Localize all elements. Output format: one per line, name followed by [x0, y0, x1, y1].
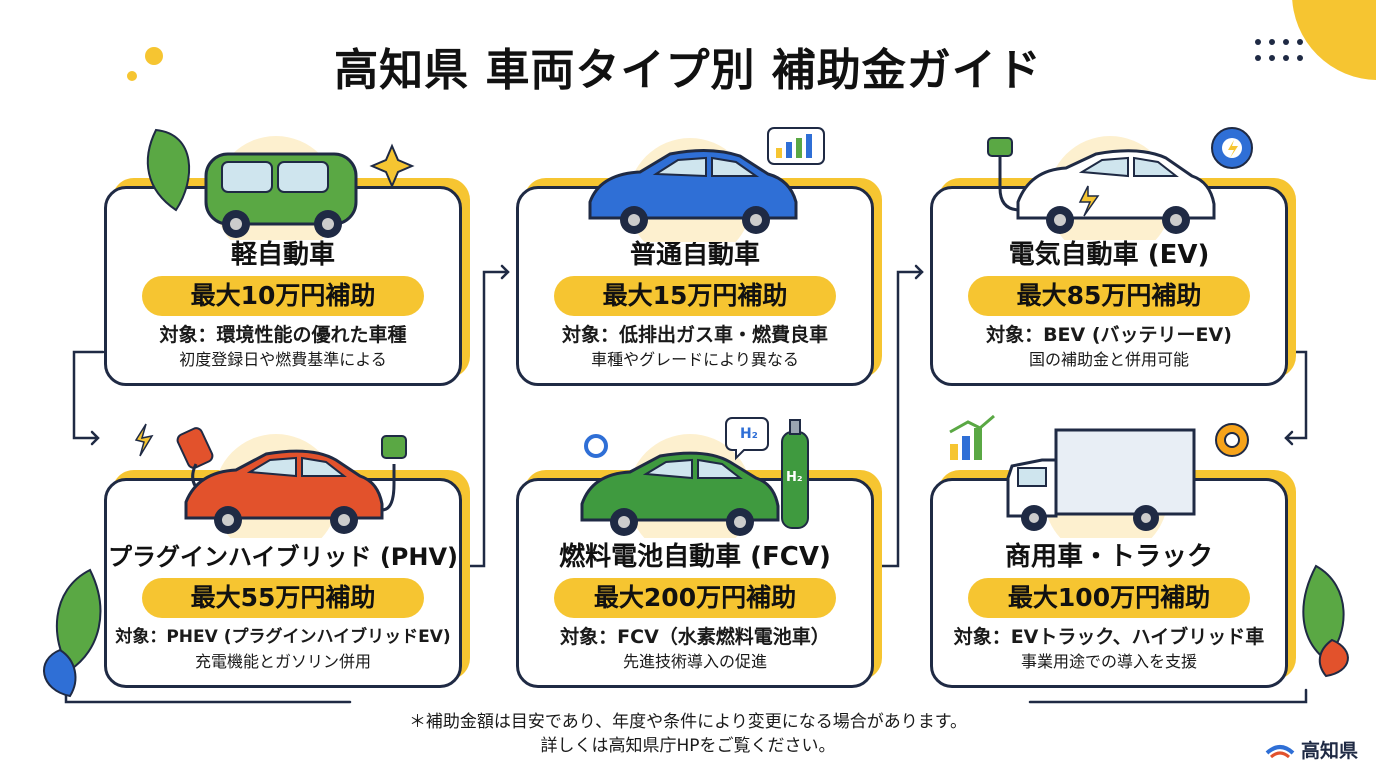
card-note: 事業用途での導入を支援 [1020, 652, 1197, 671]
footer-line-1: ＊補助金額は目安であり、年度や条件により変更になる場合があります。 [408, 712, 968, 732]
card-target: 対象：EVトラック、ハイブリッド車 [953, 626, 1265, 648]
subsidy-badge: 最大85万円補助 [968, 276, 1250, 316]
corner-sun-decoration [1292, 0, 1376, 80]
truck-icon [949, 414, 1249, 538]
sedan-car-icon [588, 127, 825, 242]
card-title: 電気自動車 (EV) [1008, 240, 1210, 270]
dot-grid-decoration [1255, 39, 1303, 61]
kei-car-icon [146, 128, 415, 240]
kochi-logo: 高知県 [1265, 736, 1358, 763]
card-title: 普通自動車 [629, 240, 760, 270]
kochi-emblem-icon [1265, 744, 1295, 758]
footer-line-2: 詳しくは高知県庁HPをご覧ください。 [540, 736, 836, 756]
card-title: 燃料電池自動車 (FCV) [559, 542, 831, 572]
card-title: 軽自動車 [230, 240, 335, 270]
yellow-dots-decoration [127, 47, 163, 81]
logo-text: 高知県 [1300, 740, 1358, 762]
h2-tank-label: H₂ [786, 470, 803, 485]
card-title: 商用車・トラック [1004, 542, 1213, 572]
left-leaves-decoration [43, 568, 102, 698]
electric-car-icon [987, 127, 1253, 240]
card-note: 充電機能とガソリン併用 [194, 652, 371, 671]
subsidy-badge: 最大100万円補助 [968, 578, 1250, 618]
card-note: 車種やグレードにより異なる [591, 350, 799, 369]
card-target: 対象：PHEV (プラグインハイブリッドEV) [115, 627, 451, 647]
page-title: 高知県 車両タイプ別 補助金ガイド [334, 45, 1042, 96]
card-plugin-hybrid: プラグインハイブリッド (PHV) 最大55万円補助 対象：PHEV (プラグイ… [104, 470, 470, 688]
phv-car-icon [134, 423, 407, 538]
subsidy-badge: 最大10万円補助 [142, 276, 424, 316]
card-note: 初度登録日や燃費基準による [179, 350, 387, 369]
fcv-car-icon [580, 417, 809, 538]
card-target: 対象：環境性能の優れた車種 [159, 324, 407, 346]
subsidy-badge: 最大55万円補助 [142, 578, 424, 618]
right-leaves-decoration [1302, 564, 1349, 678]
card-note: 国の補助金と併用可能 [1028, 350, 1189, 369]
footer-note: ＊補助金額は目安であり、年度や条件により変更になる場合があります。 詳しくは高知… [0, 710, 1376, 758]
card-target: 対象：FCV（水素燃料電池車） [560, 626, 830, 648]
card-title: プラグインハイブリッド (PHV) [107, 543, 459, 571]
card-target: 対象：低排出ガス車・燃費良車 [561, 324, 828, 346]
subsidy-badge: 最大15万円補助 [554, 276, 836, 316]
h2-bubble-label: H₂ [740, 426, 758, 442]
card-note: 先進技術導入の促進 [622, 652, 767, 671]
card-target: 対象：BEV (バッテリーEV) [986, 324, 1232, 346]
subsidy-badge: 最大200万円補助 [554, 578, 836, 618]
